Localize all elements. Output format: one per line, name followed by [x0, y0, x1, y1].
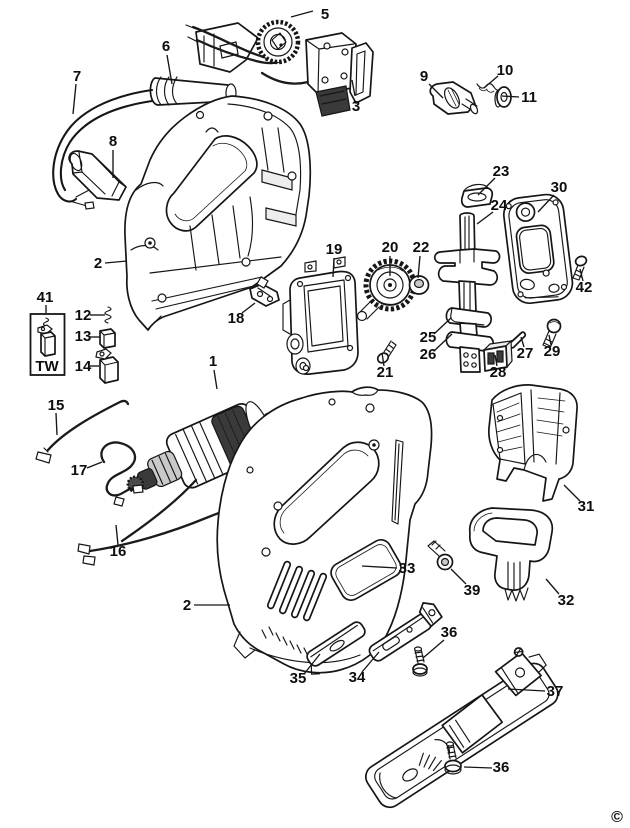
- part-label-41: 41: [37, 289, 54, 306]
- part-label-11: 11: [521, 89, 537, 106]
- wire-loop: [100, 441, 144, 507]
- part-label-37: 37: [547, 683, 564, 700]
- service-brush-kit-inset: TW: [29, 313, 66, 376]
- part-label-17: 17: [71, 462, 88, 479]
- part-label-13: 13: [75, 328, 92, 345]
- lead-wire-short: [35, 399, 130, 464]
- plunger-guide-lower: [445, 322, 495, 373]
- part-label-2a: 2: [94, 255, 102, 272]
- part-label-5: 5: [321, 6, 329, 23]
- guide-spring: [476, 83, 502, 93]
- left-clamshell-housing: [124, 95, 312, 331]
- shoe-screw-upper: [412, 646, 428, 677]
- part-label-36a: 36: [441, 624, 458, 641]
- blade-guide-plate: [368, 602, 443, 662]
- part-label-42: 42: [576, 279, 593, 296]
- inset-box-label: TW: [35, 358, 59, 375]
- switch: [260, 32, 374, 117]
- nameplate-recess: [330, 538, 402, 602]
- top-cap: [460, 183, 494, 208]
- part-label-16: 16: [110, 543, 127, 560]
- part-label-22: 22: [413, 239, 430, 256]
- part-label-21: 21: [377, 364, 394, 381]
- part-label-30: 30: [551, 179, 568, 196]
- brush-spring: [104, 306, 112, 324]
- part-label-18: 18: [228, 310, 245, 327]
- part-label-33: 33: [399, 560, 416, 577]
- part-label-31: 31: [578, 498, 595, 515]
- speed-dial-assembly: [185, 19, 301, 73]
- gearbox-screw: [376, 340, 397, 364]
- part-label-36b: 36: [493, 759, 510, 776]
- roller-guide-bracket: [429, 81, 479, 115]
- part-label-35: 35: [290, 670, 307, 687]
- part-label-29: 29: [544, 343, 561, 360]
- part-label-15: 15: [48, 397, 65, 414]
- part-label-19: 19: [326, 241, 343, 258]
- plunger-guide-upper: [445, 307, 493, 328]
- part-label-3: 3: [352, 98, 360, 115]
- part-label-25: 25: [420, 329, 437, 346]
- part-label-1: 1: [209, 353, 217, 370]
- cord-guard-wedge: [68, 150, 127, 201]
- lever-connector: [249, 276, 280, 307]
- part-label-12: 12: [75, 307, 92, 324]
- part-label-9: 9: [420, 68, 428, 85]
- part-label-28: 28: [490, 364, 507, 381]
- shoe-insert-plate: [306, 621, 366, 675]
- part-label-32: 32: [558, 592, 575, 609]
- right-clamshell-housing: [216, 386, 433, 674]
- back-cover-plate: [502, 193, 574, 305]
- gear-housing: [282, 256, 359, 375]
- drive-gear: [356, 258, 417, 322]
- motor-shroud: [488, 384, 578, 502]
- bearing: [408, 275, 430, 295]
- part-label-14: 14: [75, 358, 92, 375]
- plunger-rod: [433, 212, 501, 313]
- part-label-34: 34: [349, 669, 366, 686]
- part-label-10: 10: [497, 62, 514, 79]
- part-label-23: 23: [493, 163, 510, 180]
- part-label-24: 24: [491, 197, 508, 214]
- carbon-brush: [99, 328, 116, 349]
- part-label-2b: 2: [183, 597, 191, 614]
- leader-lines: [45, 10, 584, 769]
- part-label-7: 7: [73, 68, 81, 85]
- part-label-26: 26: [420, 346, 437, 363]
- guard-screw: [427, 540, 454, 571]
- blade-guard: [468, 507, 554, 602]
- brush-holder: [95, 348, 119, 384]
- motor-lead-wire: [120, 478, 198, 543]
- shoe-screw-lower: [444, 741, 462, 775]
- part-label-39: 39: [464, 582, 481, 599]
- copyright-mark: ©: [611, 809, 623, 826]
- part-labels: 5 6 3 7 8 9 10 11 2 23 24 30 42 19 20 22…: [37, 6, 595, 776]
- part-label-6: 6: [162, 38, 170, 55]
- vent-slats: [266, 560, 328, 622]
- part-label-20: 20: [382, 239, 399, 256]
- clamp-screw: [542, 318, 562, 349]
- shoe-base-plate: [365, 647, 559, 809]
- cover-screw: [572, 255, 588, 281]
- part-label-27: 27: [517, 345, 534, 362]
- part-label-8: 8: [109, 133, 117, 150]
